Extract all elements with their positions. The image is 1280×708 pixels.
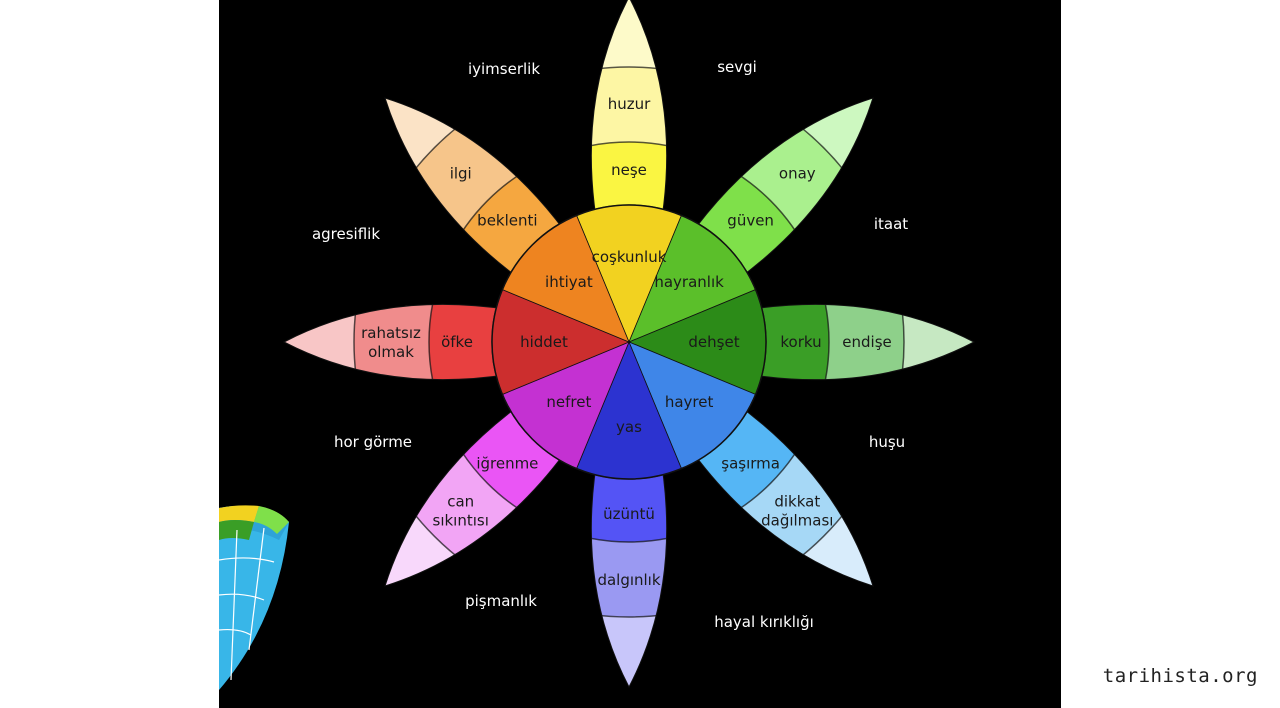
watermark-text: tarihista.org bbox=[1102, 665, 1258, 687]
label-surprise-tier-1: hayret bbox=[665, 393, 714, 411]
dyad-label-3: hayal kırıklığı bbox=[714, 613, 814, 631]
label-surprise-tier-2: şaşırma bbox=[721, 455, 780, 473]
emotion-cone-fragment bbox=[219, 505, 289, 690]
label-joy-tier-2: neşe bbox=[611, 161, 647, 179]
label-joy-tier-1: coşkunluk bbox=[592, 248, 667, 266]
dyad-label-4: pişmanlık bbox=[465, 592, 537, 610]
dyad-label-7: iyimserlik bbox=[468, 60, 540, 78]
label-fear-tier-2: korku bbox=[780, 333, 821, 351]
label-anger-tier-1: hiddet bbox=[520, 333, 568, 351]
label-disgust-tier-1: nefret bbox=[546, 393, 591, 411]
label-sadness-tier-3: dalgınlık bbox=[597, 571, 660, 589]
label-sadness-tier-1: yas bbox=[616, 418, 642, 436]
label-fear-tier-1: dehşet bbox=[688, 333, 739, 351]
plutchik-emotion-wheel: coşkunluk neşe huzur hayranlık güven onay dehş… bbox=[282, 0, 976, 689]
label-fear-tier-3: endişe bbox=[842, 333, 891, 351]
label-anticipation-tier-3: ilgi bbox=[450, 165, 472, 183]
dyad-label-6: agresiflik bbox=[312, 225, 380, 243]
label-trust-tier-2: güven bbox=[727, 211, 774, 229]
label-anticipation-tier-1: ihtiyat bbox=[545, 273, 593, 291]
label-trust-tier-1: hayranlık bbox=[654, 273, 724, 291]
label-joy-tier-3: huzur bbox=[608, 95, 651, 113]
dyad-label-5: hor görme bbox=[334, 433, 412, 451]
dyad-label-2: huşu bbox=[869, 433, 905, 451]
label-anticipation-tier-2: beklenti bbox=[477, 211, 537, 229]
label-sadness-tier-2: üzüntü bbox=[603, 505, 655, 523]
diagram-panel: coşkunluk neşe huzur hayranlık güven onay dehş… bbox=[219, 0, 1061, 708]
label-disgust-tier-2: iğrenme bbox=[476, 455, 538, 473]
dyad-label-1: itaat bbox=[874, 215, 908, 233]
label-anger-tier-2: öfke bbox=[441, 333, 473, 351]
label-trust-tier-3: onay bbox=[779, 165, 816, 183]
dyad-label-0: sevgi bbox=[717, 58, 757, 76]
